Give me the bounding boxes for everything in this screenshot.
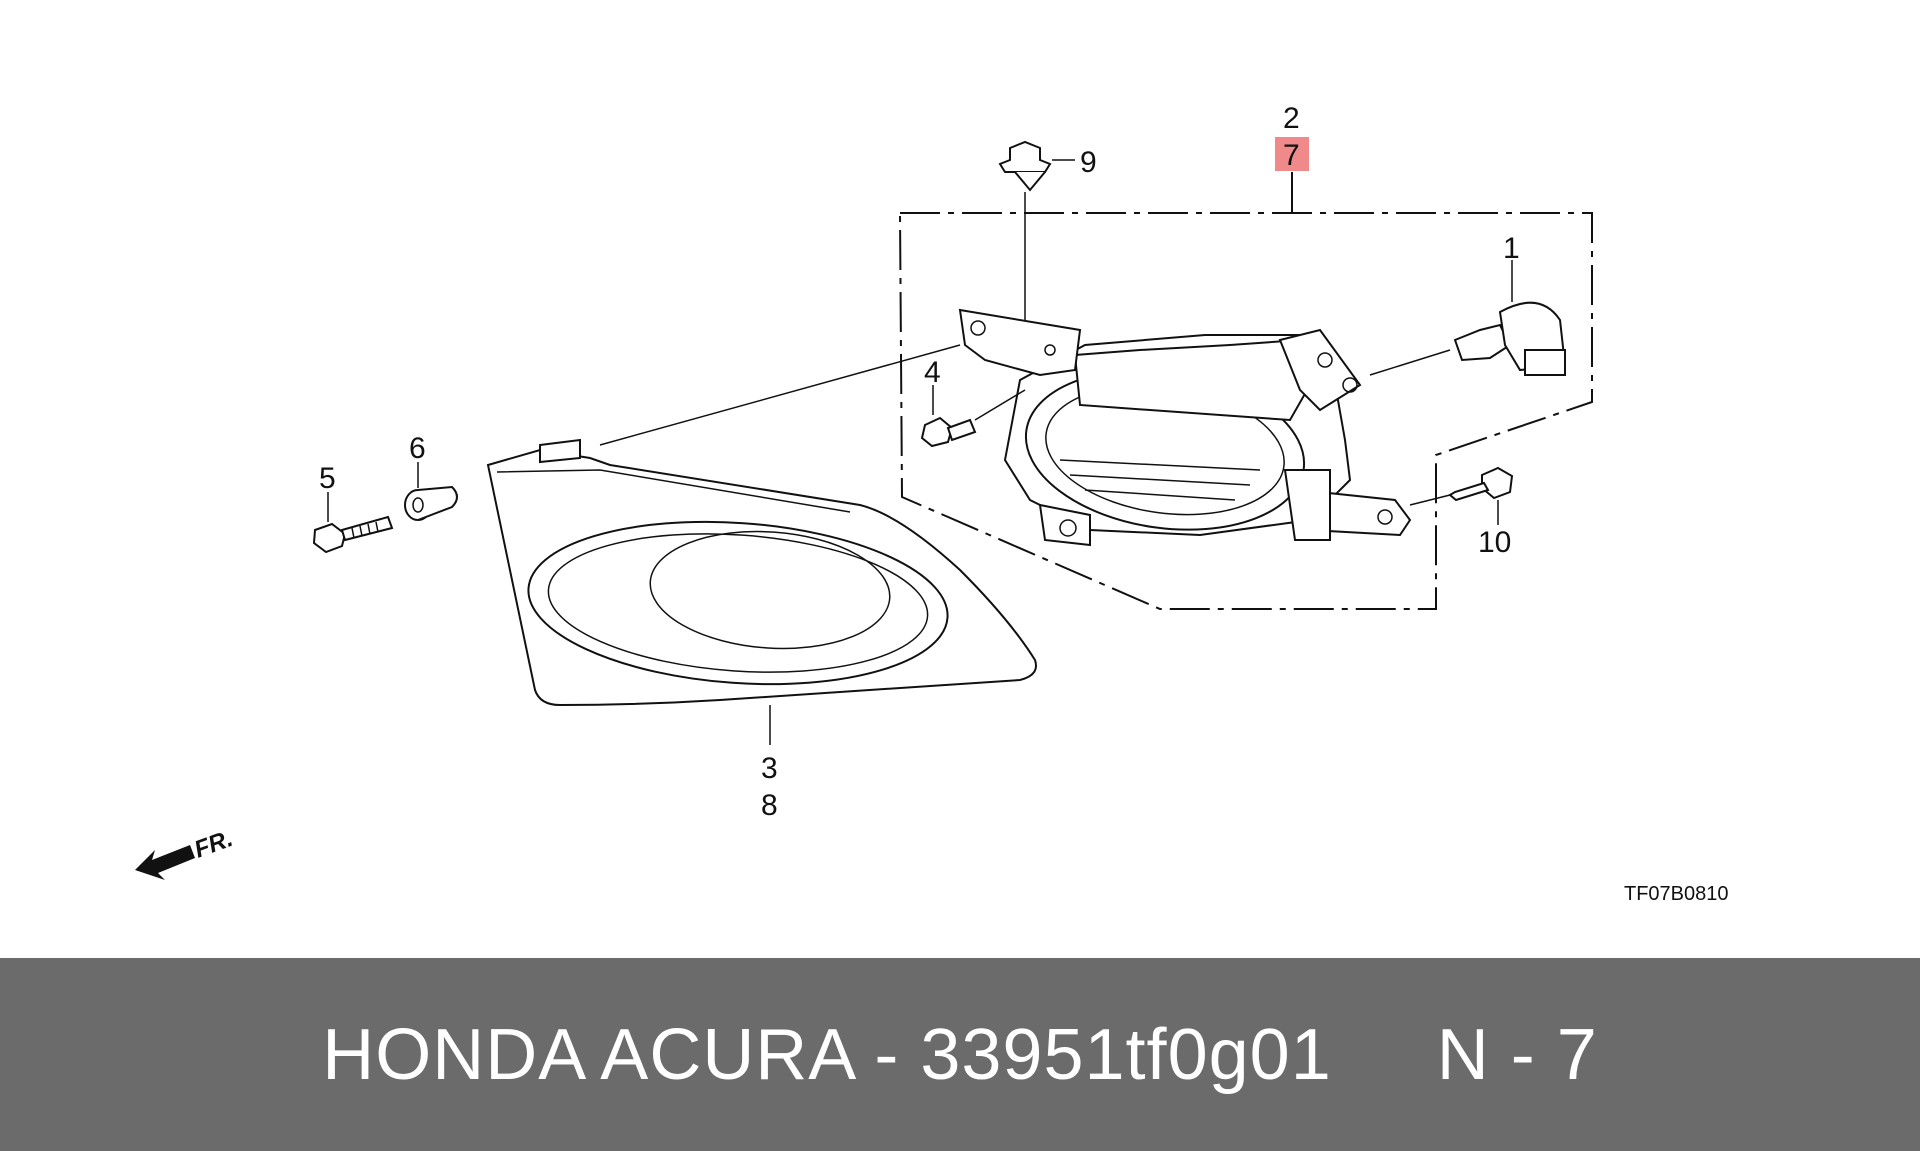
callout-9: 9: [1080, 146, 1097, 179]
parts-diagram-svg: FR. 2 7 1 9 4 5 6 10 3 8 TF07B0810: [135, 102, 1729, 905]
callout-7-highlight: [1275, 137, 1309, 171]
assembly-boundary: [899, 212, 1593, 610]
callout-8: 8: [761, 789, 778, 822]
callout-10: 10: [1478, 526, 1511, 559]
clip-part-9: [998, 140, 1052, 192]
bulb-part: [1453, 301, 1567, 376]
parts-diagram: FR. 2 7 1 9 4 5 6 10 3 8 TF07B0810: [135, 102, 1729, 905]
front-arrow-label: FR.: [191, 825, 237, 864]
leader-garnish-assembly: [599, 344, 961, 446]
callout-7-top: 7: [1283, 139, 1300, 172]
leader-4b: [974, 389, 1026, 421]
callout-1: 1: [1503, 232, 1520, 265]
screw-part-10: [1448, 466, 1514, 502]
callout-6: 6: [409, 432, 426, 465]
drawing-code: TF07B0810: [1624, 883, 1729, 905]
bolt-part-4: [920, 416, 977, 448]
callout-4: 4: [924, 356, 941, 389]
footer-banner: HONDA ACURA - 33951tf0g01 N - 7: [0, 958, 1920, 1151]
front-arrow: FR.: [135, 825, 236, 880]
collar-part-6: [404, 485, 458, 521]
fog-lamp-assembly: [958, 308, 1412, 547]
callout-3: 3: [761, 752, 778, 785]
garnish-part: [486, 438, 1037, 707]
bolt-part-5: [312, 515, 394, 554]
footer-part-title: HONDA ACURA - 33951tf0g01 N - 7: [322, 1014, 1598, 1095]
callout-2: 2: [1283, 102, 1300, 135]
callout-5: 5: [319, 462, 336, 495]
leader-1b: [1369, 349, 1451, 376]
leader-10b: [1409, 494, 1451, 506]
